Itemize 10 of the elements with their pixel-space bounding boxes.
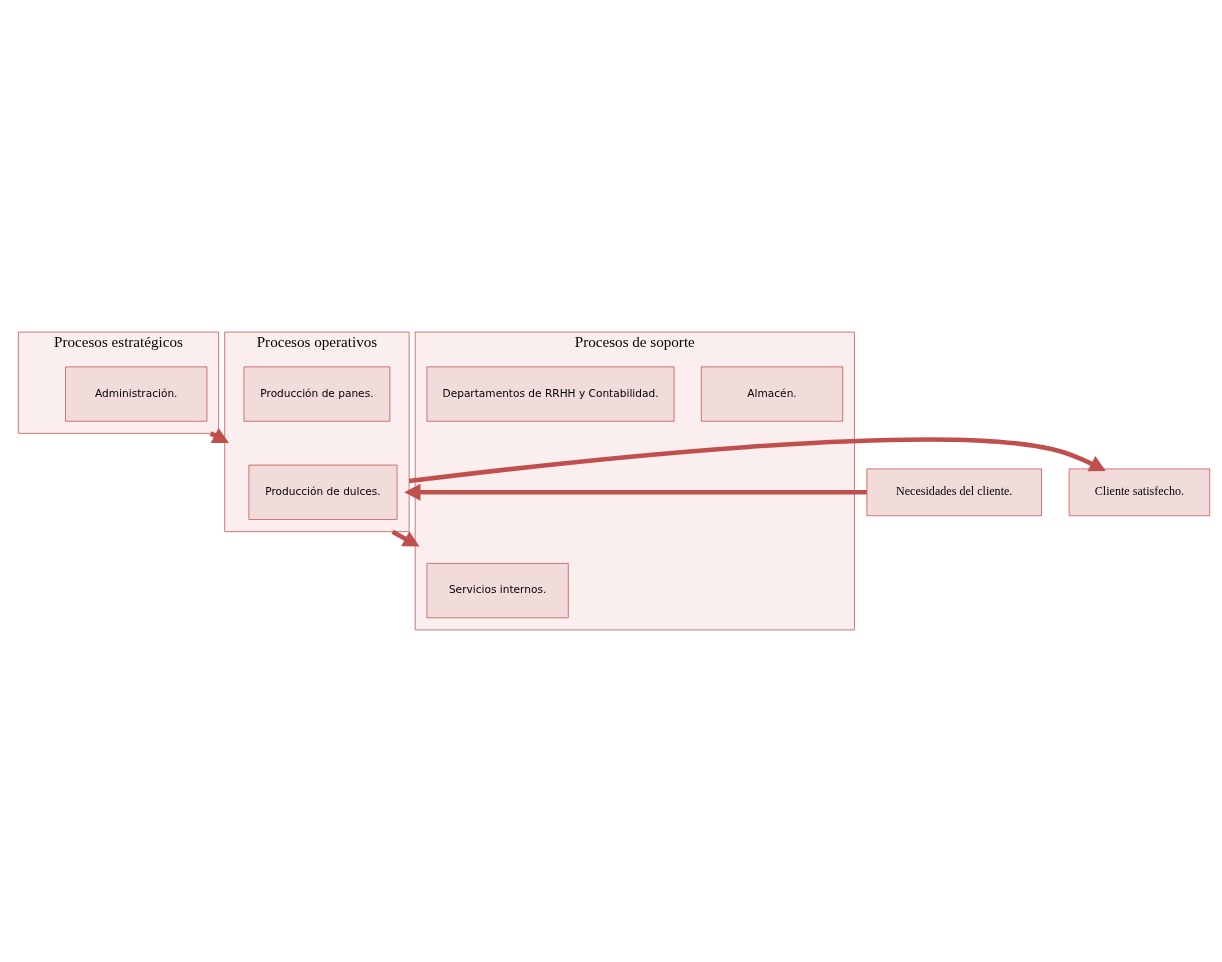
node-box: Administración. bbox=[65, 366, 208, 422]
node-box: Necesidades del cliente. bbox=[866, 468, 1042, 517]
arrow bbox=[408, 437, 1106, 484]
node-box: Cliente satisfecho. bbox=[1068, 468, 1211, 517]
node-box: Servicios internos. bbox=[426, 563, 569, 619]
node-box: Departamentos de RRHH y Contabilidad. bbox=[426, 366, 675, 422]
node-box: Producción de dulces. bbox=[248, 464, 398, 520]
node-box: Producción de panes. bbox=[243, 366, 391, 422]
arrow bbox=[404, 483, 867, 501]
node-box: Almacén. bbox=[700, 366, 844, 422]
